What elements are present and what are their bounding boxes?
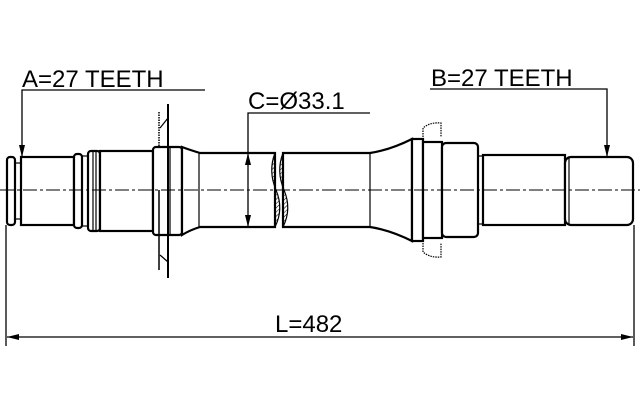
spline-b-label: B=27 TEETH — [431, 65, 573, 92]
dust-shield — [158, 104, 169, 278]
dimension-b: B=27 TEETH — [430, 65, 610, 157]
diameter-c-label: C=Ø33.1 — [248, 88, 345, 115]
dimension-c: C=Ø33.1 — [245, 88, 370, 227]
length-label: L=482 — [275, 311, 342, 338]
left-spline-end — [5, 145, 184, 237]
spline-a-label: A=27 TEETH — [22, 66, 164, 93]
dimension-a: A=27 TEETH — [19, 66, 205, 157]
dimension-length: L=482 — [5, 225, 635, 346]
